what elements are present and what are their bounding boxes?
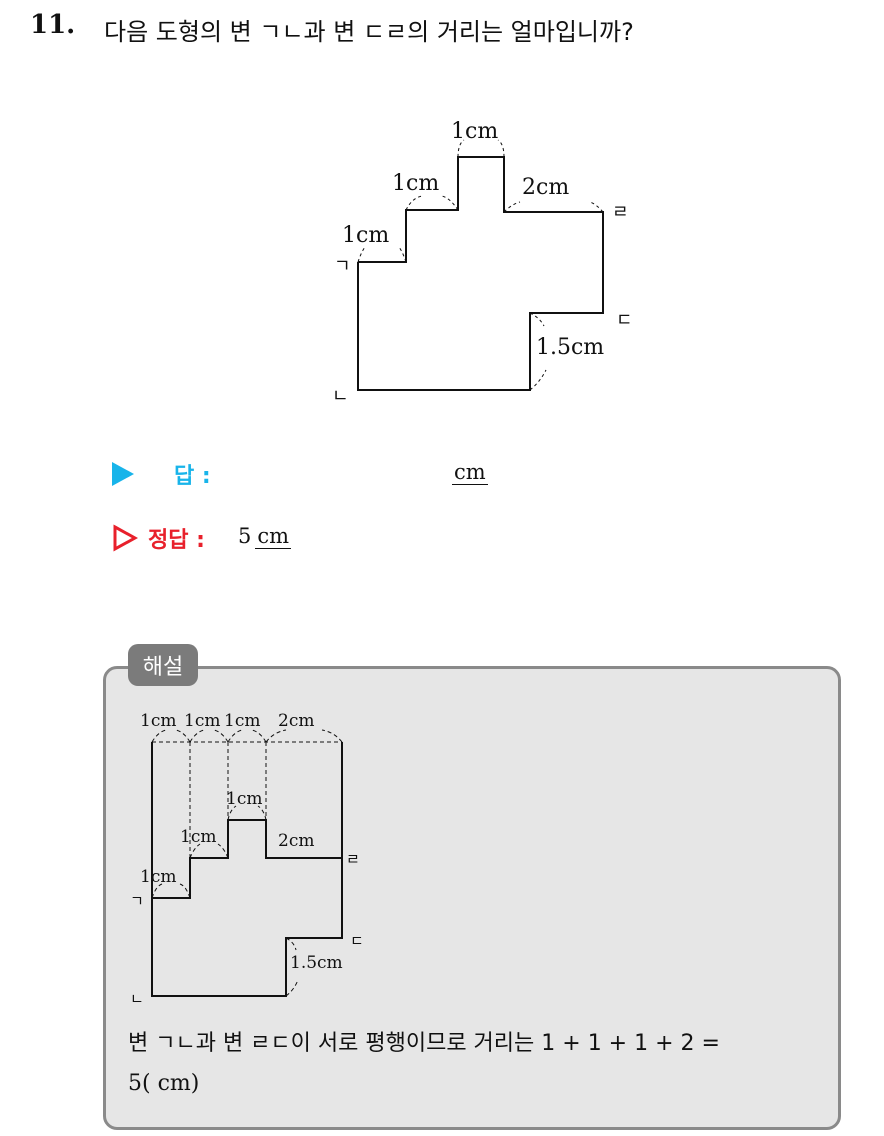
top-label-1: 1cm xyxy=(140,711,176,731)
top-label-3: 1cm xyxy=(224,711,260,731)
vertex-r: ㄹ xyxy=(612,202,629,223)
vertex-r-2: ㄹ xyxy=(346,850,360,868)
label-top-segment: 1cm xyxy=(451,119,498,144)
correct-label: 정답 : xyxy=(148,528,205,553)
correct-arrow-icon xyxy=(113,524,138,552)
question-text: 다음 도형의 변 ㄱㄴ과 변 ㄷㄹ의 거리는 얼마입니까? xyxy=(104,18,634,46)
label-top-segment-2: 1cm xyxy=(226,789,262,809)
explanation-line-2: 5( cm) xyxy=(128,1071,200,1096)
problem-figure: 1cm 1cm 1cm 2cm 1.5cm ㄱ ㄴ ㄷ ㄹ xyxy=(332,119,633,407)
arc-upper-step xyxy=(405,195,459,211)
label-right-top: 2cm xyxy=(522,175,569,200)
arc-right-top xyxy=(503,201,604,213)
answer-arrow-icon xyxy=(112,462,134,486)
explanation-text: 변 ㄱㄴ과 변 ㄹㄷ이 서로 평행이므로 거리는 1 + 1 + 1 + 2 =… xyxy=(128,1024,828,1104)
correct-unit: cm xyxy=(255,524,292,549)
label-notch-2: 1.5cm xyxy=(290,953,343,973)
label-lower-step-2: 1cm xyxy=(140,867,176,887)
label-lower-step: 1cm xyxy=(342,223,389,248)
answer-unit: cm xyxy=(452,460,488,485)
vertex-d-2: ㄷ xyxy=(350,932,364,950)
label-notch: 1.5cm xyxy=(536,335,604,360)
vertex-g: ㄱ xyxy=(334,256,351,277)
vertex-n-2: ㄴ xyxy=(130,990,144,1008)
explanation-line-1: 변 ㄱㄴ과 변 ㄹㄷ이 서로 평행이므로 거리는 1 + 1 + 1 + 2 = xyxy=(128,1031,720,1056)
question-number: 11. xyxy=(30,10,76,40)
explanation-figure: 1cm 1cm 1cm 2cm 1cm 1cm 1cm 2cm 1.5cm ㄱ … xyxy=(130,711,364,1008)
explanation-tag: 해설 xyxy=(128,644,198,686)
explanation-box xyxy=(103,666,841,1130)
explanation-outline xyxy=(151,819,343,997)
label-upper-step: 1cm xyxy=(392,171,439,196)
correct-value: 5 xyxy=(238,524,252,548)
arc-lower-step xyxy=(357,245,407,263)
vertex-g-2: ㄱ xyxy=(130,892,144,910)
arc-top xyxy=(457,139,505,158)
vertex-d: ㄷ xyxy=(616,310,633,331)
label-upper-step-2: 1cm xyxy=(180,827,216,847)
arc-notch xyxy=(529,312,547,391)
top-label-4: 2cm xyxy=(278,711,314,731)
vertex-n: ㄴ xyxy=(332,386,349,407)
label-right-top-2: 2cm xyxy=(278,831,314,851)
top-label-2: 1cm xyxy=(184,711,220,731)
answer-label: 답 : xyxy=(174,464,211,489)
